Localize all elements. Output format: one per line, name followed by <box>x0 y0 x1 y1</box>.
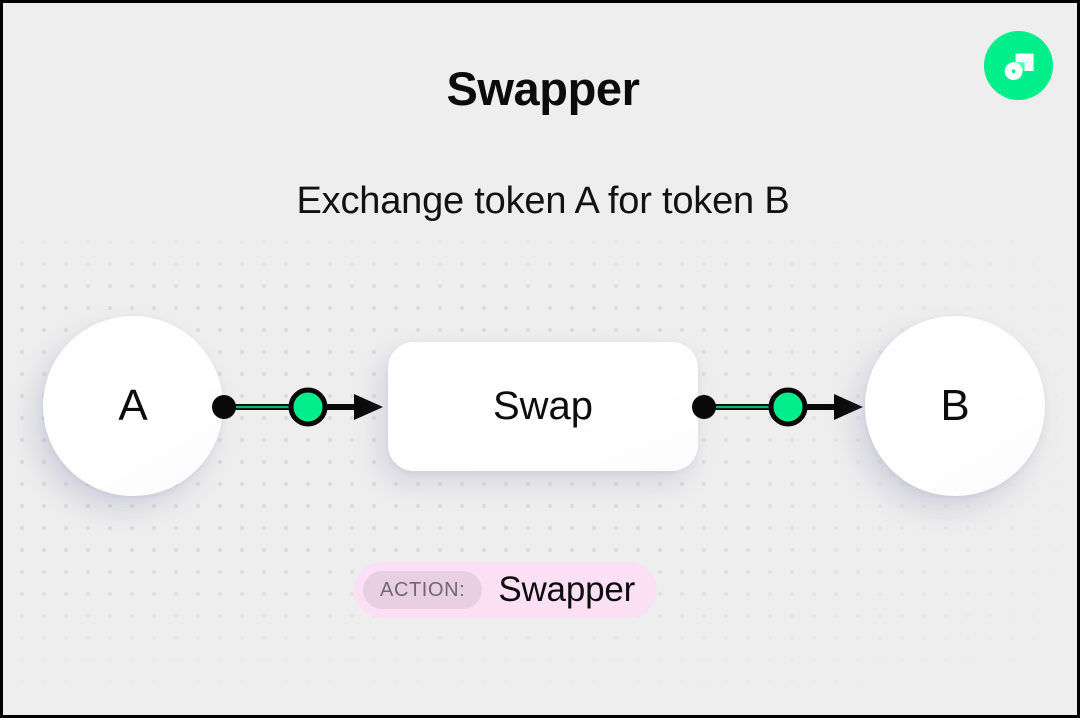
token-node-b-label: B <box>940 381 970 430</box>
page-subtitle: Exchange token A for token B <box>296 180 790 222</box>
flow-logo-icon <box>998 45 1040 87</box>
action-badge: ACTION: Swapper <box>354 562 658 618</box>
connector-swap-to-b <box>688 384 868 430</box>
token-node-a-label: A <box>118 381 148 430</box>
token-node-a[interactable]: A <box>43 316 223 496</box>
action-badge-value: Swapper <box>498 570 636 609</box>
swap-process-label: Swap <box>492 384 594 428</box>
token-node-b[interactable]: B <box>865 316 1045 496</box>
flow-logo-badge <box>984 31 1053 100</box>
swap-process-node[interactable]: Swap <box>388 342 698 471</box>
action-badge-prefix: ACTION: <box>363 571 483 609</box>
page-title: Swapper <box>446 62 640 115</box>
connector-a-to-swap <box>208 384 388 430</box>
